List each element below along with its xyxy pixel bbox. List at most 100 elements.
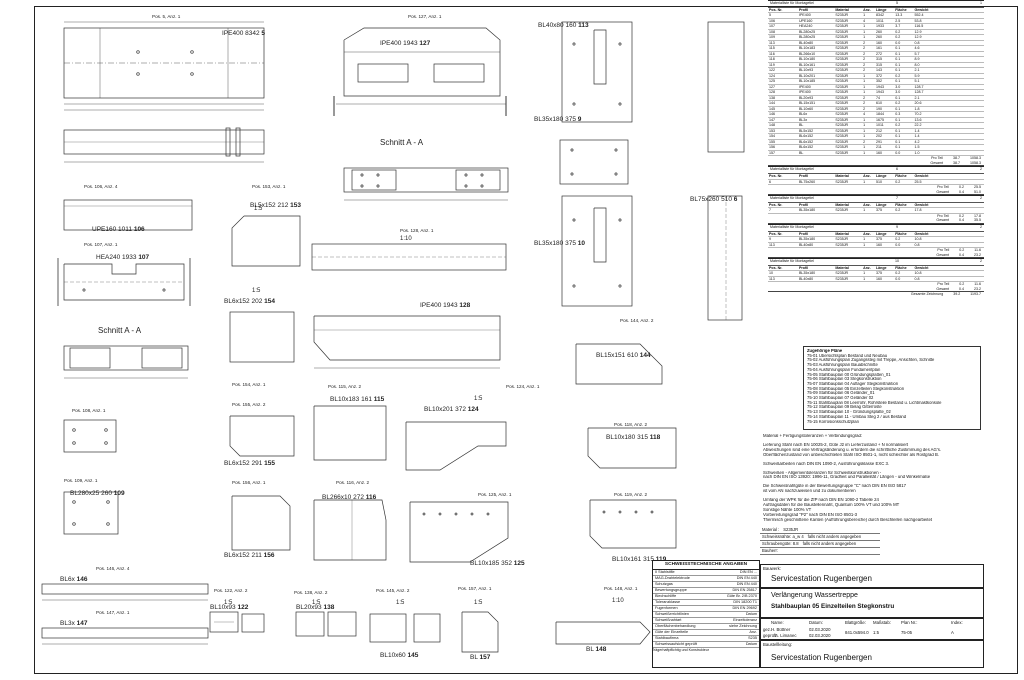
table-cell: 157 [769,150,775,155]
spec-value: Datum [745,642,757,646]
note-line: Oberflächenzustand von unbeschichteten S… [763,452,940,457]
pos156-label: Pos. 156, Anz. 1 [232,480,266,485]
column-header: Gewicht [914,174,929,179]
table-cell: BL [798,150,804,155]
column-header: Anz. [863,231,871,236]
table-cell: 146 [769,112,775,117]
table-cell: BL40x80 [798,276,814,281]
table-cell: 8.0 [914,62,920,67]
blatt-col-label: Blattgröße: [845,620,867,625]
table-cell: 1.0 [914,150,920,155]
group-count: 2 [979,167,982,172]
table-cell: 8342 [875,13,884,18]
total-cell: Pro Teil [937,185,949,190]
total-cell: 0.4 [959,189,964,194]
table-cell: 1 [863,208,866,213]
total-cell: Gesamt [936,189,949,194]
grand-total-cell: Gesamte Zeichnung [910,292,944,297]
table-cell: 1943 [875,90,884,95]
pos155-label: Pos. 155, Anz. 2 [232,402,266,407]
gepr-date: 02.03.2020 [809,633,831,638]
pos154-callout: BL6x152 202 154 [224,298,276,305]
table-cell: BL280x25 [798,29,816,34]
table-cell: 12.9 [914,35,922,40]
note-line: ist vom AN nachzuweisen und zu dokumenti… [763,489,856,494]
scale-145: 1:5 [396,600,405,606]
table-cell: BL3x [798,117,808,122]
table-cell: 1 [863,145,866,150]
table-cell: 0.2 [895,29,901,34]
pos124-label: Pos. 124, Anz. 1 [506,384,540,389]
table-cell: S235JR [835,79,849,84]
pos146-label: Pos. 146, Anz. 4 [96,566,130,571]
plate-pos153 [231,215,301,267]
pos107-label: Pos. 107, Anz. 1 [84,242,118,247]
pos156-callout: BL6x152 211 156 [224,552,275,559]
table-cell: 143 [875,68,882,73]
general-notes: Material + Fertigungstoleranzen + Verbin… [760,434,984,523]
table-cell: 5.7 [914,51,920,56]
table-cell: 0.0 [895,242,901,247]
pos147-callout: BL3x 147 [60,620,88,627]
pos122-label: Pos. 122, Anz. 2 [214,588,248,593]
plan-item: 75-04 Ausführungsplan Fundamentplan [807,367,881,372]
plate-pos138 [295,611,357,637]
table-cell: BL [798,123,804,128]
pos119-label: Pos. 119, Anz. 2 [614,492,648,497]
table-cell: 1 [863,73,866,78]
blatt-value: 841.0x594.0 [845,630,869,635]
beam-pos5-side [63,127,265,163]
table-cell: 0.0 [895,40,901,45]
plate-pos122-b [241,613,265,633]
table-cell: 160 [875,242,882,247]
table-cell: 2 [863,95,866,100]
table-cell: 1 [863,84,866,89]
table-cell: S235JR [835,90,849,95]
table-cell: S235JR [835,276,849,281]
table-cell: S235JR [835,150,849,155]
scale-148: 1:10 [612,598,624,604]
welding-specs-title: SCHWEISSTECHNISCHE ANGABEN [653,561,759,570]
table-cell: 2 [863,101,866,106]
note-line: Material + Fertigungstoleranzen + Verbin… [763,434,863,438]
table-cell: S235JR [835,179,849,184]
drawing-sheet [34,6,1018,674]
note-line: Lieferung Stahl nach EN 10025-2, Güte J2… [763,442,909,447]
table-cell: 161 [875,46,882,51]
plan-item: 75-07 Stahlbauplan 04 Auflager Stegkonst… [807,381,899,386]
spec-label: Güte der Einzelteile [655,630,689,634]
table-cell: 113 [769,276,775,281]
note-line: Umfang der WPK für die ZfP nach DIN EN 1… [763,498,879,503]
index-value: A [951,630,954,635]
plan-item: 75-01 Übersichtsplan Bestand und Neubau [807,353,888,358]
note-line: Schweißen - Allgemeintoleranzen für Schw… [763,470,882,475]
beam-pos5-plan [63,21,265,111]
table-cell: 0.1 [895,79,901,84]
column-header: Material [835,202,849,207]
total-cell: 0.4 [959,252,964,257]
spec-value: Güte Br. 2/B 2370 [726,594,757,598]
table-cell: S235JR [835,62,849,67]
scale-157: 1:5 [474,600,483,606]
total-cell: 38.7 [953,160,960,165]
table-cell: 145 [769,106,775,111]
total-cell: 1058.3 [970,160,981,165]
total-cell: Gesamt [936,252,949,257]
pos119-callout: BL10x161 315 119 [612,556,667,563]
pos122-callout: BL10x93 122 [210,604,249,611]
grand-total-cell: 39.2 [953,292,961,297]
table-cell: 2.1 [914,68,920,73]
column-header: Länge [875,174,887,179]
table-cell: 0.1 [895,145,901,150]
table-cell: BL10x201 [798,73,816,78]
plate-pos108 [63,419,117,453]
table-cell: 372 [875,73,882,78]
